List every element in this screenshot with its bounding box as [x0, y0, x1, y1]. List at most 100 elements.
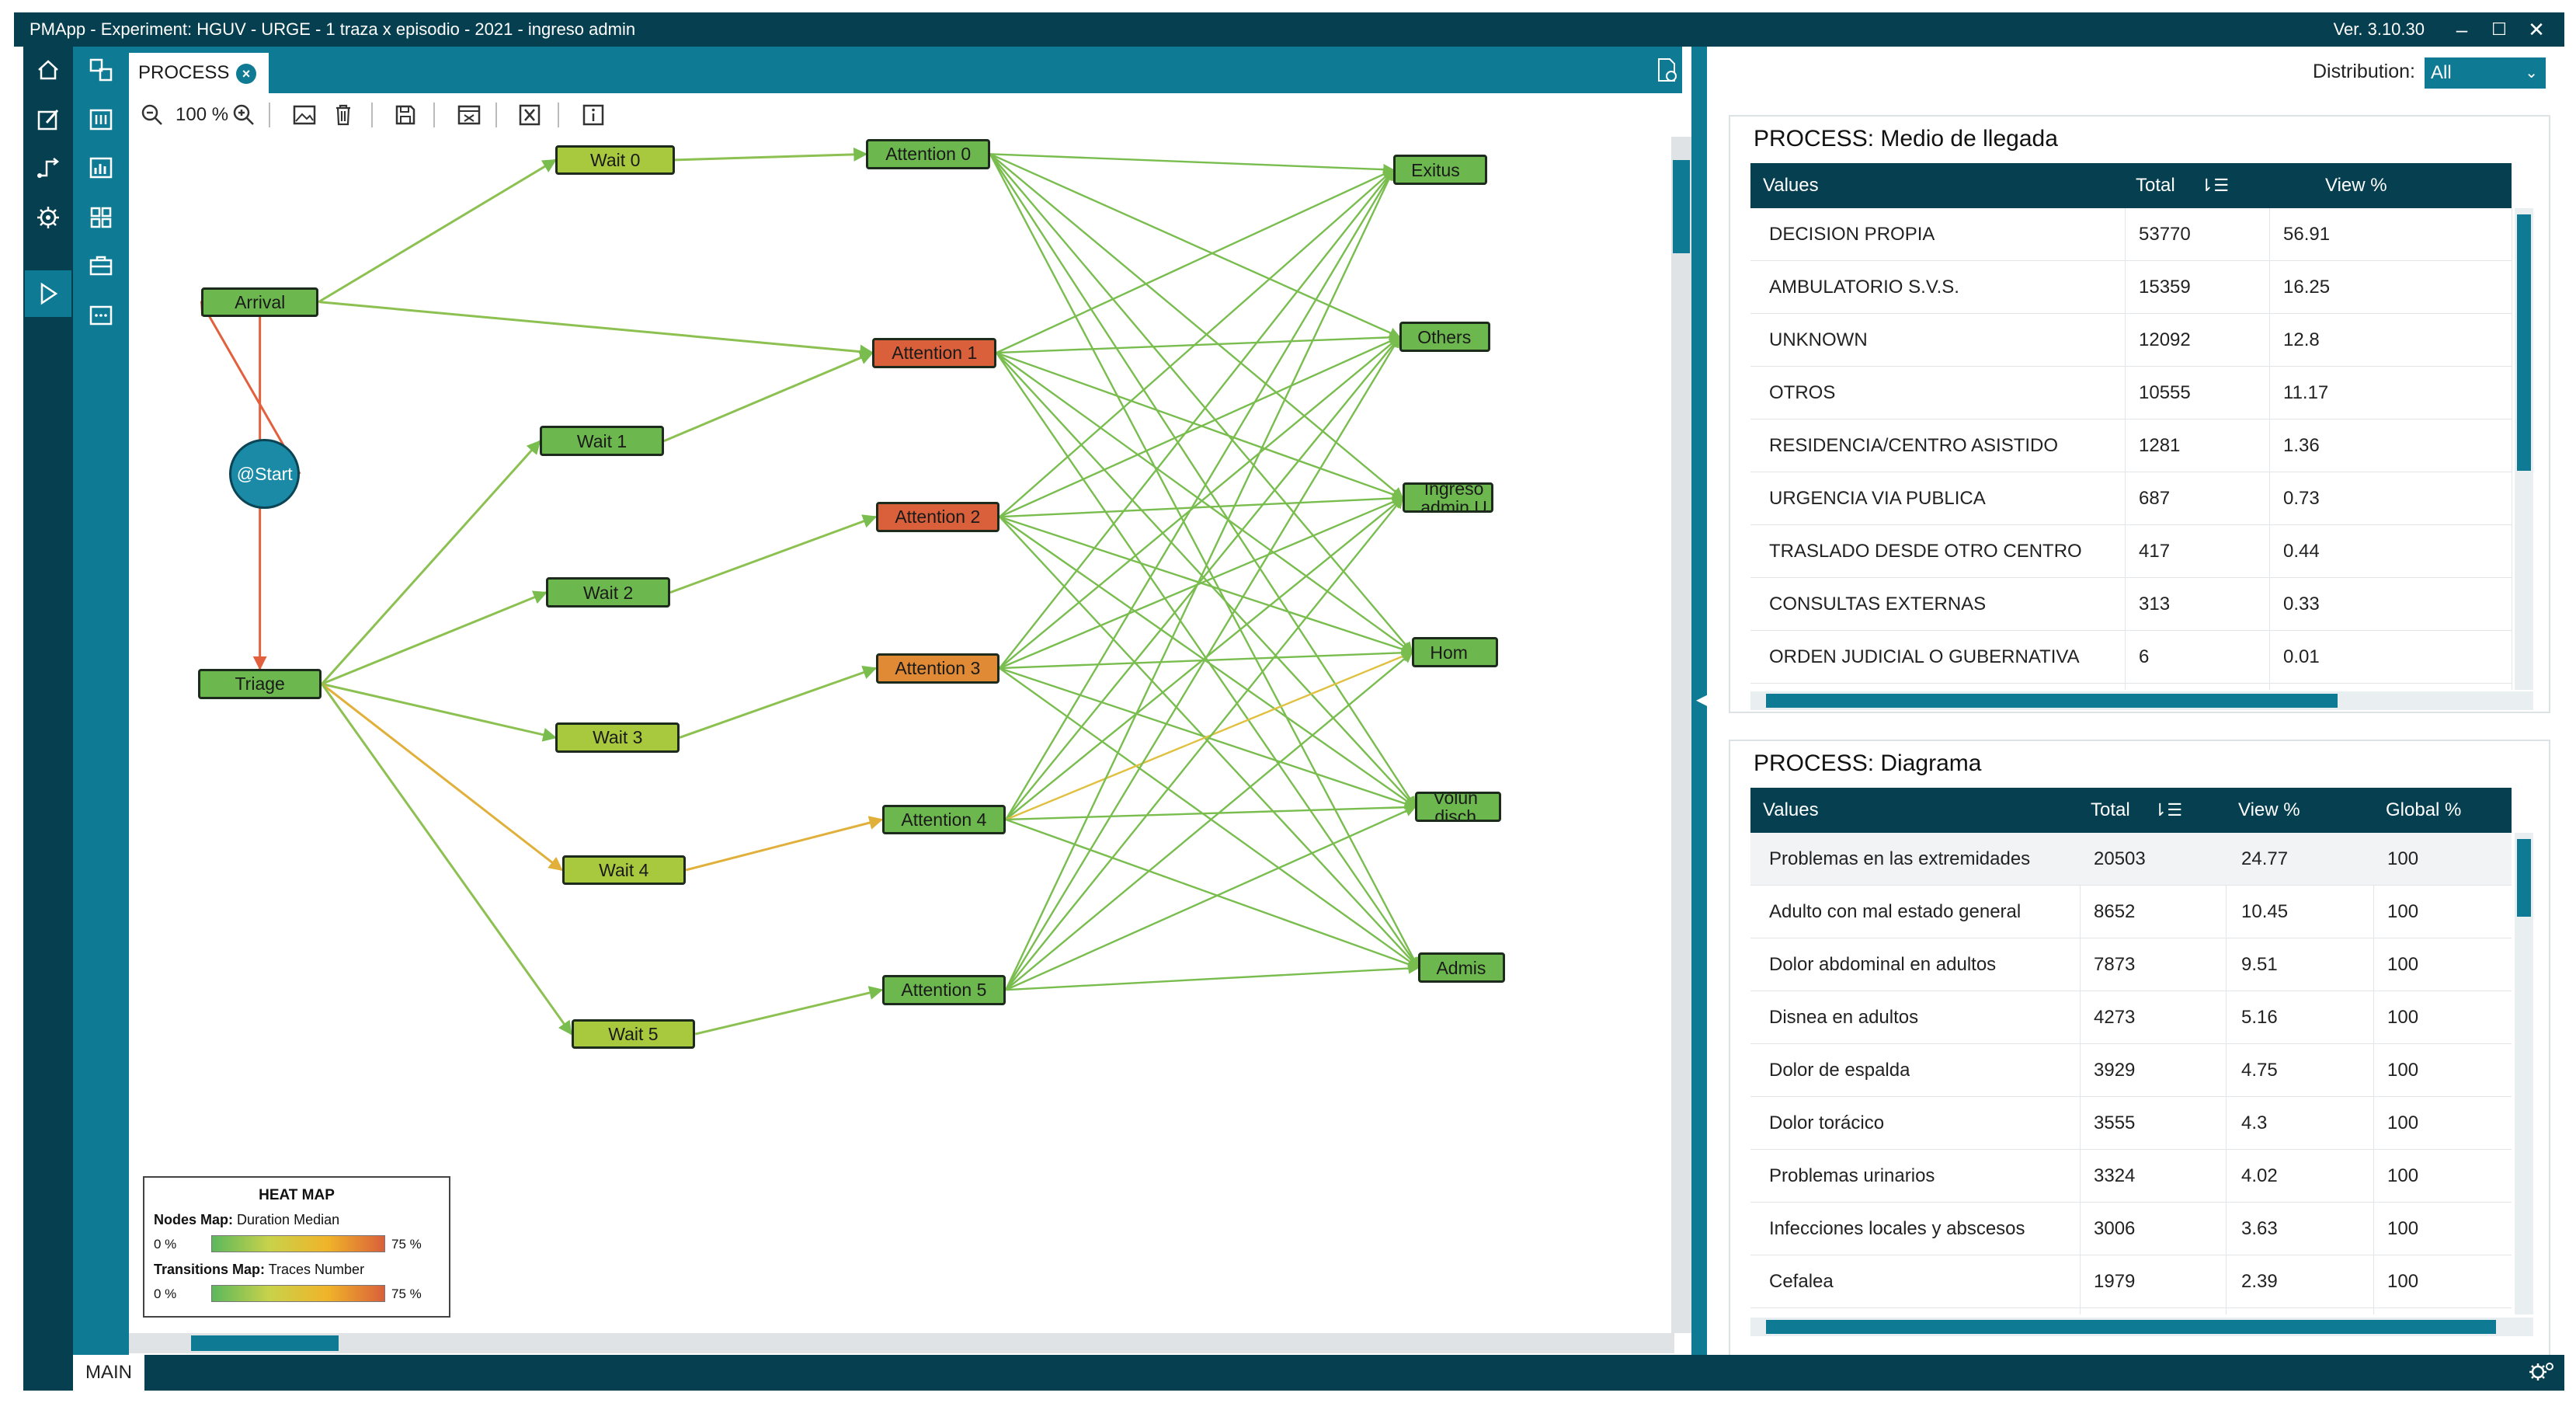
close-window-button[interactable]: ✕	[2528, 18, 2545, 41]
gear-icon[interactable]	[2526, 1358, 2557, 1387]
scroll-thumb[interactable]	[2517, 214, 2531, 471]
edge-triage-wait2[interactable]	[321, 590, 548, 685]
edge-att5-home[interactable]	[1005, 651, 1413, 991]
scroll-thumb[interactable]	[1766, 1320, 2496, 1334]
node-att2[interactable]: Attention 2	[875, 501, 1000, 532]
tab-main[interactable]: MAIN	[73, 1355, 144, 1391]
edit-icon[interactable]	[25, 96, 71, 143]
node-wait4[interactable]: Wait 4	[561, 855, 687, 886]
column-view-pct[interactable]: View %	[2238, 799, 2300, 820]
edge-att5-others[interactable]	[1005, 336, 1401, 991]
table-vertical-scrollbar[interactable]	[2515, 208, 2533, 690]
edge-att4-home[interactable]	[1005, 651, 1413, 821]
node-wait3[interactable]: Wait 3	[555, 722, 680, 753]
sort-icon[interactable]: ⇂☰	[2199, 176, 2230, 195]
edge-triage-wait4[interactable]	[321, 683, 563, 872]
edge-wait3-att3[interactable]	[679, 666, 878, 739]
column-total[interactable]: Total	[2091, 799, 2130, 820]
edge-att0-exitus[interactable]	[989, 153, 1395, 176]
node-triage[interactable]: Triage	[197, 668, 322, 699]
edge-att0-voluntary[interactable]	[989, 153, 1417, 808]
edge-att5-admis[interactable]	[1006, 963, 1420, 991]
canvas-vertical-scrollbar[interactable]	[1671, 137, 1691, 1333]
panel-splitter[interactable]	[1691, 47, 1707, 1367]
edge-arrival-wait0[interactable]	[318, 158, 557, 303]
node-wait0[interactable]: Wait 0	[555, 145, 675, 175]
scroll-thumb[interactable]	[1766, 694, 2338, 708]
edge-att2-voluntary[interactable]	[999, 516, 1417, 808]
bar-chart-icon[interactable]	[78, 144, 124, 191]
node-att5[interactable]: Attention 5	[881, 974, 1006, 1005]
edge-att4-voluntary[interactable]	[1006, 801, 1417, 821]
sort-icon[interactable]: ⇂☰	[2153, 800, 2183, 820]
node-voluntary[interactable]: Volun disch	[1415, 792, 1502, 823]
edge-att4-others[interactable]	[1005, 336, 1401, 820]
edge-att2-ingreso[interactable]	[999, 493, 1404, 518]
node-wait1[interactable]: Wait 1	[540, 426, 664, 457]
scroll-thumb[interactable]	[2517, 839, 2531, 917]
node-home[interactable]: Hom	[1412, 637, 1499, 668]
edge-att5-exitus[interactable]	[1005, 169, 1395, 991]
column-view-pct[interactable]: View %	[2325, 175, 2387, 196]
excel-icon[interactable]	[514, 99, 545, 131]
maximize-button[interactable]: ☐	[2491, 19, 2507, 39]
edge-att3-others[interactable]	[999, 336, 1401, 670]
tab-process[interactable]: PROCESS ×	[129, 53, 269, 93]
edge-att0-others[interactable]	[989, 153, 1401, 339]
edge-att3-admis[interactable]	[999, 667, 1420, 969]
zoom-in-icon[interactable]	[228, 99, 259, 131]
variants-icon[interactable]	[78, 96, 124, 143]
process-tree-icon[interactable]	[78, 47, 124, 93]
home-icon[interactable]	[25, 47, 71, 93]
column-global-pct[interactable]: Global %	[2386, 799, 2462, 820]
edge-arrival-att1[interactable]	[318, 301, 874, 359]
node-ingreso[interactable]: Ingreso admin U	[1403, 482, 1494, 514]
distribution-select[interactable]: All ⌄	[2425, 57, 2546, 89]
settings-icon[interactable]	[25, 194, 71, 241]
edge-wait4-att4[interactable]	[685, 816, 884, 872]
table-horizontal-scrollbar[interactable]	[1750, 1318, 2533, 1336]
edge-att1-others[interactable]	[996, 332, 1401, 354]
edge-wait2-att2[interactable]	[669, 514, 878, 594]
edge-wait0-att0[interactable]	[674, 147, 868, 162]
edge-att2-exitus[interactable]	[999, 169, 1395, 518]
edge-att3-exitus[interactable]	[999, 169, 1395, 669]
table-horizontal-scrollbar[interactable]	[1750, 691, 2533, 710]
node-admis[interactable]: Admis	[1418, 952, 1505, 984]
document-settings-icon[interactable]	[1653, 56, 1681, 84]
edge-att2-admis[interactable]	[999, 516, 1420, 969]
edge-att0-ingreso[interactable]	[989, 153, 1404, 499]
edge-wait1-att1[interactable]	[663, 351, 874, 443]
column-total[interactable]: Total	[2136, 175, 2175, 196]
node-att3[interactable]: Attention 3	[875, 653, 1000, 684]
edge-triage-wait3[interactable]	[322, 682, 558, 742]
node-others[interactable]: Others	[1399, 322, 1491, 353]
node-exitus[interactable]: Exitus	[1393, 155, 1488, 186]
column-values[interactable]: Values	[1763, 175, 1819, 196]
edge-triage-wait1[interactable]	[321, 440, 541, 685]
edge-att1-voluntary[interactable]	[996, 352, 1417, 808]
table-vertical-scrollbar[interactable]	[2515, 833, 2533, 1314]
edge-att1-ingreso[interactable]	[996, 351, 1404, 500]
node-start[interactable]: @Start	[229, 438, 301, 510]
edge-triage-wait5[interactable]	[321, 683, 572, 1036]
edge-att3-ingreso[interactable]	[999, 496, 1404, 670]
close-tab-icon[interactable]: ×	[236, 64, 256, 84]
edge-att1-exitus[interactable]	[996, 169, 1395, 354]
edge-att5-voluntary[interactable]	[1005, 806, 1417, 991]
edge-att4-admis[interactable]	[1005, 818, 1420, 970]
image-icon[interactable]	[289, 99, 320, 131]
